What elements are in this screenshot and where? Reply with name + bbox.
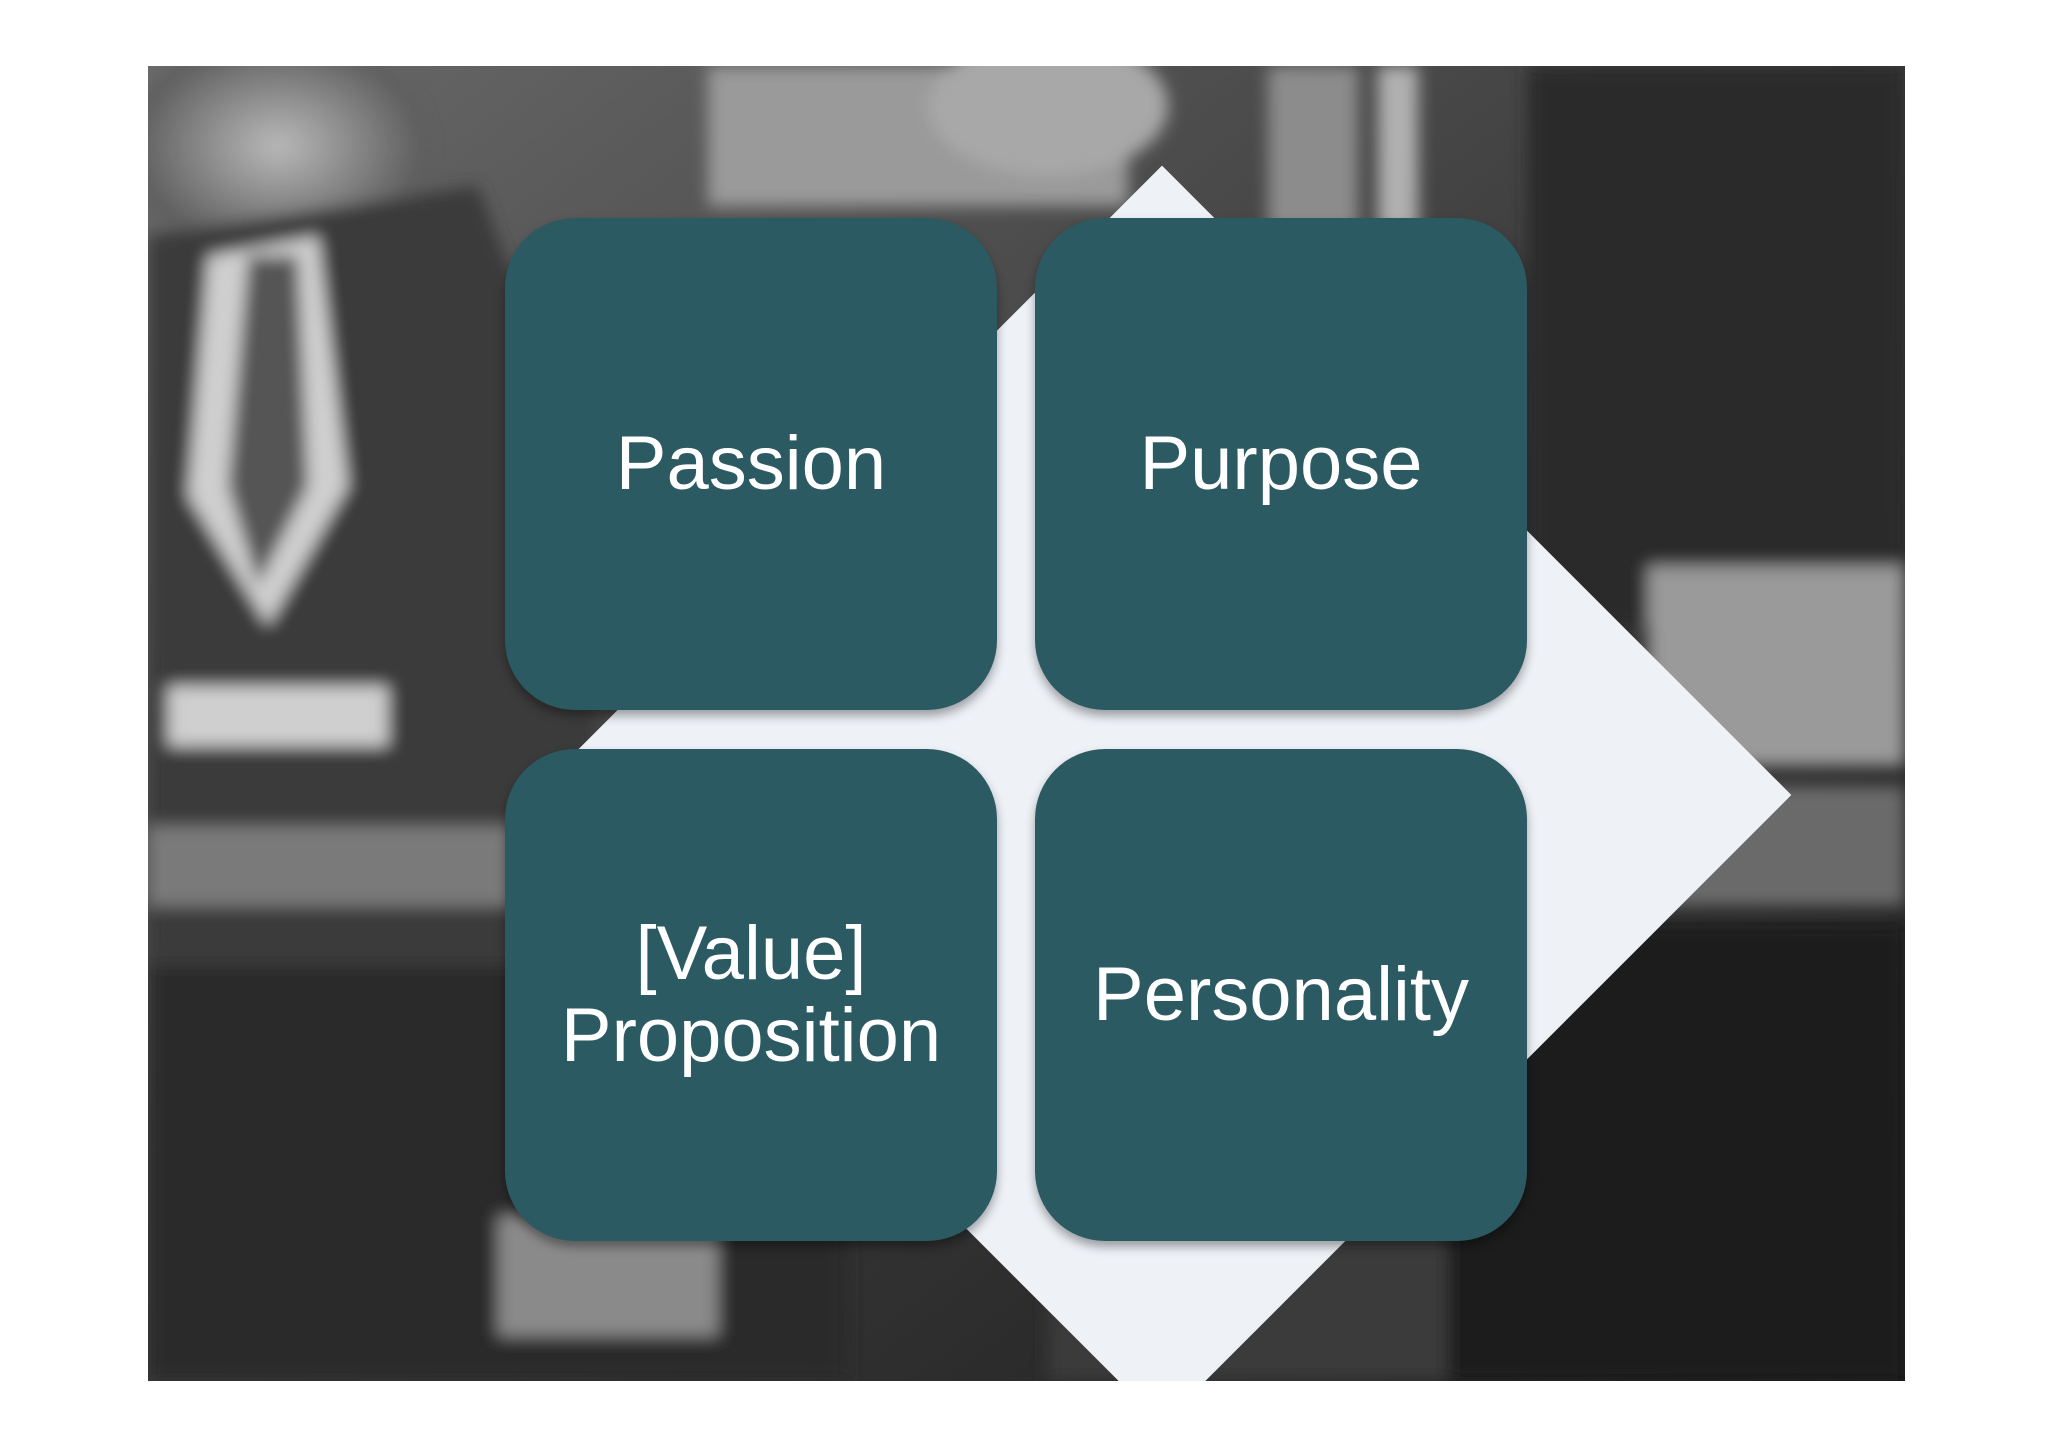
quadrant-purpose: Purpose <box>1035 218 1527 710</box>
quadrant-label: Personality <box>1093 952 1469 1037</box>
quadrant-label: Purpose <box>1139 421 1423 506</box>
quadrant-label: Passion <box>615 421 887 506</box>
quadrant-personality: Personality <box>1035 749 1527 1241</box>
slide: Passion Purpose [Value] Proposition Pers… <box>148 66 1905 1381</box>
quadrant-passion: Passion <box>505 218 997 710</box>
quadrant-label: [Value] Proposition <box>560 911 942 1078</box>
quadrant-value-proposition: [Value] Proposition <box>505 749 997 1241</box>
